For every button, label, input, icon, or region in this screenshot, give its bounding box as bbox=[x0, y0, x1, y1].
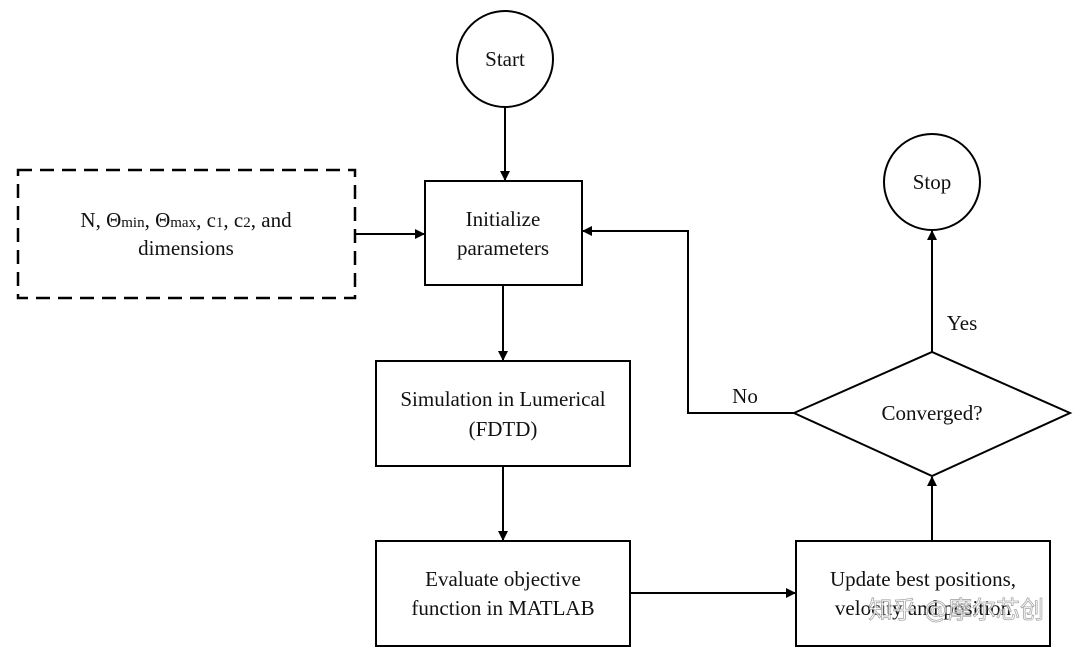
eval-label-2: function in MATLAB bbox=[411, 596, 594, 620]
edge-decision-init-no bbox=[582, 226, 794, 414]
inputs-line-2: dimensions bbox=[138, 236, 234, 260]
update-box: Update best positions, velocity and posi… bbox=[795, 540, 1051, 647]
yes-label: Yes bbox=[947, 311, 978, 335]
eval-label-1: Evaluate objective bbox=[425, 567, 581, 591]
sim-label-1: Simulation in Lumerical bbox=[400, 387, 605, 411]
inputs-line-1: N, Θmin, Θmax, c1, c2, and bbox=[80, 208, 292, 232]
start-node: Start bbox=[456, 10, 554, 108]
init-label-1: Initialize bbox=[466, 207, 541, 231]
decision-node: Converged? bbox=[791, 350, 1073, 478]
eval-box: Evaluate objective function in MATLAB bbox=[375, 540, 631, 647]
no-label: No bbox=[732, 384, 758, 408]
start-label: Start bbox=[485, 47, 525, 71]
sim-label-2: (FDTD) bbox=[469, 417, 538, 441]
stop-node: Stop bbox=[883, 133, 981, 231]
init-label-2: parameters bbox=[457, 236, 549, 260]
inputs-box: N, Θmin, Θmax, c1, c2, and dimensions bbox=[16, 168, 357, 300]
update-label-2: velocity and position bbox=[835, 596, 1012, 620]
stop-label: Stop bbox=[913, 170, 952, 194]
sim-box: Simulation in Lumerical (FDTD) bbox=[375, 360, 631, 467]
watermark: 知乎 @摩尔芯创 bbox=[868, 596, 1044, 624]
update-label-1: Update best positions, bbox=[830, 567, 1016, 591]
init-box: Initialize parameters bbox=[424, 180, 583, 286]
decision-label: Converged? bbox=[881, 401, 982, 425]
